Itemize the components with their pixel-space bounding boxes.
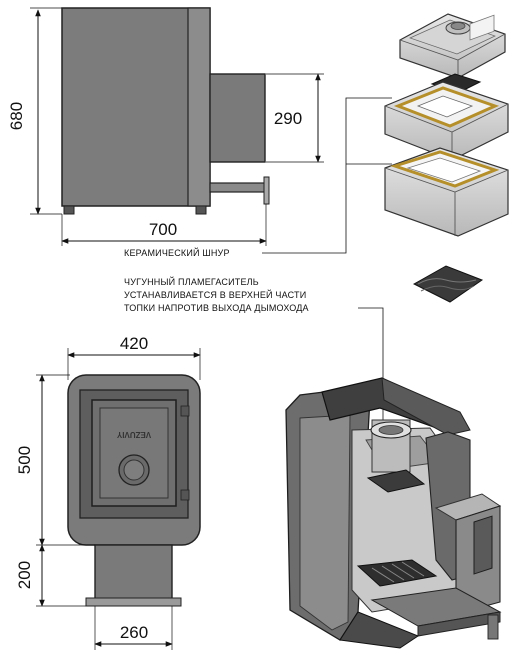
dim-label-200: 200 [15, 561, 34, 589]
door-logo: VEZUVIY [116, 430, 151, 439]
side-ash-pan [209, 182, 267, 193]
cutaway-tunnel-door [473, 515, 493, 575]
dim-label-680: 680 [7, 102, 26, 130]
ceramic-cord-label: КЕРАМИЧЕСКИЙ ШНУР [124, 247, 230, 258]
side-foot-left [63, 205, 75, 215]
front-tunnel [94, 544, 173, 601]
cutaway-top-right-shell [381, 377, 471, 436]
grate-bar [391, 563, 415, 579]
flame-damper-plate [412, 265, 484, 303]
dim-label-290: 290 [274, 109, 302, 128]
flame-damper-label-line2: УСТАНАВЛИВАЕТСЯ В ВЕРХНЕЙ ЧАСТИ [124, 289, 306, 300]
door-handle-inner [123, 459, 145, 481]
side-body-front-panel [187, 7, 211, 207]
front-view: VEZUVIY 420 500 200 260 [15, 334, 201, 650]
side-foot-right [195, 205, 207, 215]
flame-damper-label-line3: ТОПКИ НАПРОТИВ ВЫХОДА ДЫМОХОДА [124, 303, 309, 313]
side-tunnel [209, 73, 266, 163]
lower-frame [384, 14, 509, 237]
grate-bar [401, 561, 425, 577]
cutaway-base-lip [339, 611, 420, 649]
dim-label-420: 420 [120, 334, 148, 353]
chimney-opening-inner [378, 425, 404, 435]
dim-label-700: 700 [149, 220, 177, 239]
dim-label-260: 260 [120, 623, 148, 642]
hinge-bottom [180, 489, 190, 501]
grate-bar [371, 567, 395, 583]
front-ash-pan [85, 597, 182, 607]
upper-frame [384, 81, 509, 161]
side-ash-pan-handle [263, 176, 270, 205]
exploded-parts [384, 13, 509, 303]
cutaway-left-shell-face [299, 414, 351, 631]
ceramic-cord-leader [262, 97, 392, 254]
side-view: 680 290 700 [7, 7, 324, 246]
grate-bar [381, 565, 405, 581]
cutaway-ash-pan-handle [487, 614, 499, 640]
cutaway-grate [356, 559, 438, 587]
cutaway-view [285, 377, 502, 649]
flame-damper-label-line1: ЧУГУННЫЙ ПЛАМЕГАСИТЕЛЬ [124, 276, 259, 287]
cutaway-ash-pan-front [417, 611, 501, 637]
flame-damper-installed [366, 469, 426, 493]
dim-label-500: 500 [15, 446, 34, 474]
hinge-top [180, 405, 190, 417]
side-body [61, 7, 211, 207]
